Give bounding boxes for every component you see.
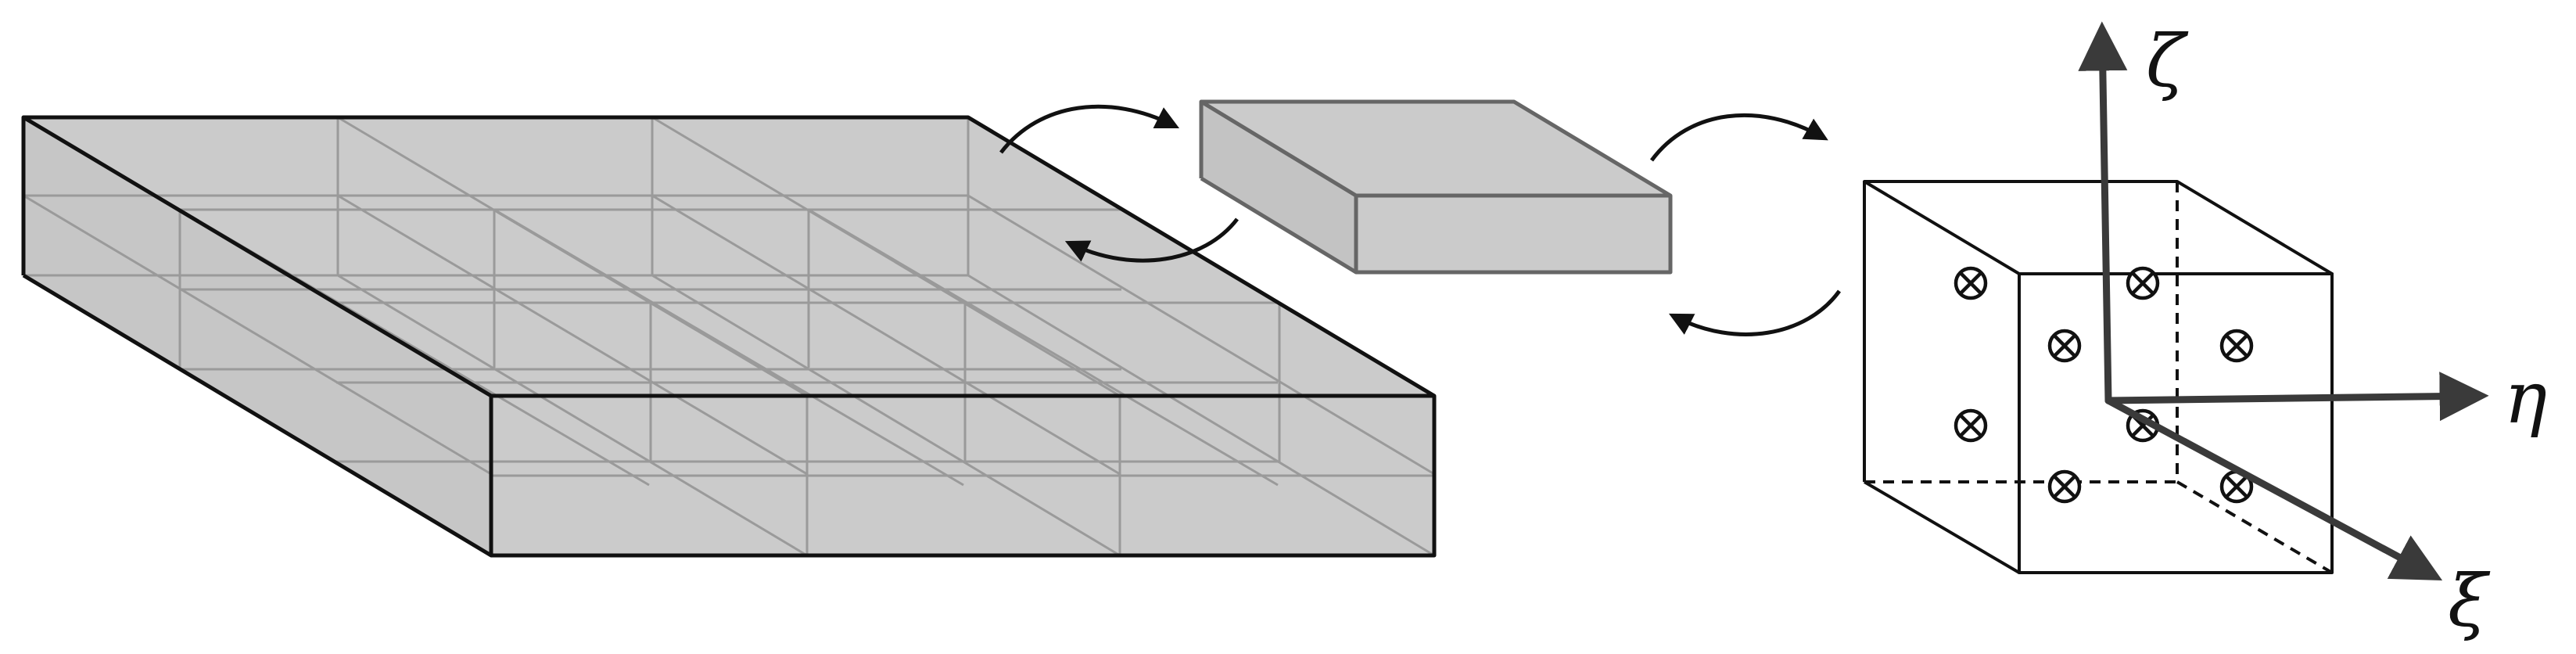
- reference-cube: ζ η ξ: [1863, 20, 2547, 643]
- element-left-face: [1201, 102, 1356, 272]
- eta-axis: [2104, 372, 2489, 422]
- meshed-plate: [21, 115, 1437, 558]
- plate-outline: [21, 115, 1437, 558]
- zeta-axis-label: ζ: [2146, 20, 2189, 103]
- eta-axis-label: η: [2504, 356, 2547, 440]
- curved-arrow-reference-to-element: [1668, 289, 1842, 336]
- plate-left-face: [23, 117, 491, 555]
- quadrature-point: [2126, 266, 2160, 300]
- plate-element-exchange-arrows: [999, 104, 1239, 263]
- xi-axis: [2104, 397, 2443, 580]
- quadrature-point: [1954, 266, 1988, 300]
- quadrature-point: [2047, 469, 2082, 504]
- quadrature-point: [2047, 329, 2082, 363]
- curved-arrow-plate-to-element: [999, 104, 1180, 154]
- local-axes: [2078, 21, 2489, 580]
- zeta-axis: [2078, 21, 2128, 404]
- element-reference-exchange-arrows: [1649, 113, 1842, 336]
- quadrature-point: [1954, 408, 1988, 443]
- curved-arrow-element-to-reference: [1649, 113, 1828, 162]
- single-element-block: [1199, 99, 1673, 275]
- curved-arrow-element-to-plate: [1064, 217, 1239, 263]
- cube-hidden-edges: [1864, 181, 2334, 574]
- element-front-face: [1356, 196, 1670, 272]
- plate-mesh-lines: [23, 116, 1435, 557]
- xi-axis-label: ξ: [2448, 559, 2491, 643]
- quadrature-point: [2219, 329, 2254, 363]
- cube-visible-edges: [1863, 180, 2334, 574]
